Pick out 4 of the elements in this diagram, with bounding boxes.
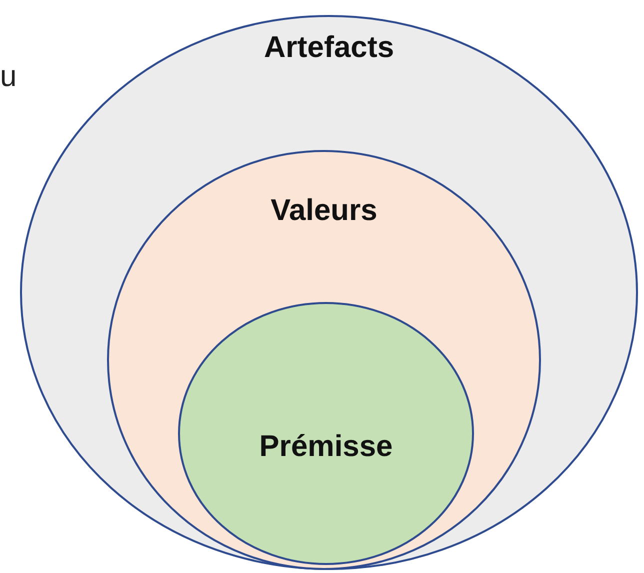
layer-label: Valeurs — [270, 194, 378, 228]
layer-label: Prémisse — [258, 430, 394, 464]
layer-label: Artefacts — [262, 31, 396, 65]
text-fragment: u — [0, 60, 17, 94]
